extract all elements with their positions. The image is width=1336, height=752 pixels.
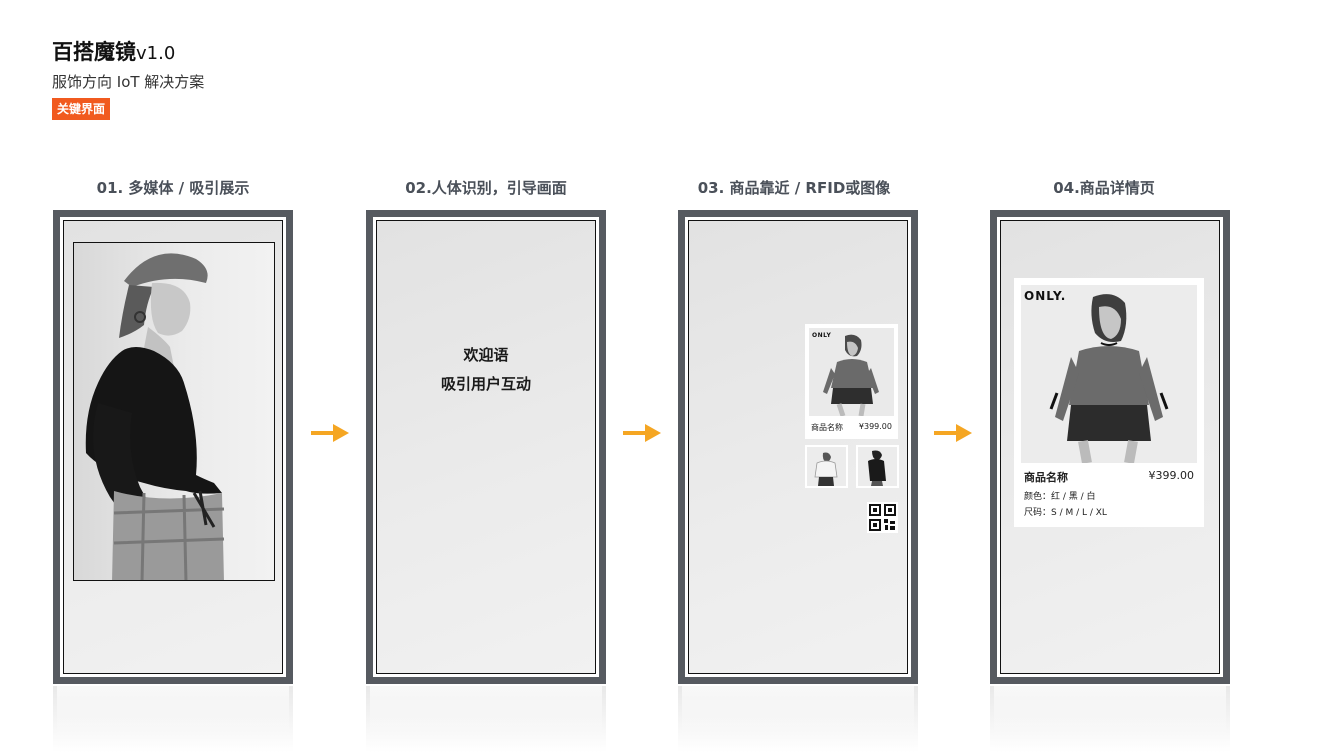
welcome-line-1: 欢迎语 <box>463 346 509 364</box>
step-3-label: 03. 商品靠近 / RFID或图像 <box>697 179 891 197</box>
product-photo: ONLY <box>809 328 894 416</box>
product-model <box>823 334 879 416</box>
device-3-reflection <box>678 686 918 752</box>
product-sizes: 尺码：S / M / L / XL <box>1024 508 1107 518</box>
product-card[interactable]: ONLY 商品名称 ¥399.00 <box>805 324 898 439</box>
device-3: ONLY 商品名称 ¥399.00 <box>678 210 918 684</box>
page-header: 百搭魔镜v1.0 服饰方向 IoT 解决方案 关键界面 <box>52 38 204 120</box>
thumbnail-model <box>814 452 838 486</box>
device-2: 欢迎语 吸引用户互动 <box>366 210 606 684</box>
product-name: 商品名称 <box>1024 471 1068 484</box>
qr-code-icon[interactable] <box>867 502 898 533</box>
welcome-message: 欢迎语 吸引用户互动 <box>377 341 595 399</box>
product-detail-photo: ONLY. <box>1021 285 1197 463</box>
device-4: ONLY. 商品名称 ¥399.00 <box>990 210 1230 684</box>
model-silhouette <box>85 253 225 580</box>
arrow-right-icon <box>934 424 972 442</box>
device-1-reflection <box>53 686 293 752</box>
brand-logo: ONLY <box>812 332 832 339</box>
arrow-right-icon <box>623 424 661 442</box>
brand-logo: ONLY. <box>1024 289 1067 303</box>
product-detail-card[interactable]: ONLY. 商品名称 ¥399.00 <box>1014 278 1204 527</box>
product-name: 商品名称 <box>811 423 843 432</box>
product-price: ¥399.00 <box>1148 469 1195 482</box>
device-2-reflection <box>366 686 606 752</box>
product-price: ¥399.00 <box>858 422 892 431</box>
page-subtitle: 服饰方向 IoT 解决方案 <box>52 73 205 91</box>
product-thumbnail[interactable] <box>856 445 899 488</box>
step-4-label: 04.商品详情页 <box>1053 179 1155 197</box>
page-title: 百搭魔镜v1.0 <box>52 38 204 68</box>
welcome-line-2: 吸引用户互动 <box>440 375 531 393</box>
model-photo <box>73 242 275 581</box>
screen-1 <box>63 220 283 674</box>
product-detail-model <box>1049 294 1169 463</box>
product-thumbnail[interactable] <box>805 445 848 488</box>
thumbnail-model <box>868 450 886 486</box>
device-1 <box>53 210 293 684</box>
screen-3: ONLY 商品名称 ¥399.00 <box>688 220 908 674</box>
title-text: 百搭魔镜 <box>52 40 136 64</box>
device-4-reflection <box>990 686 1230 752</box>
product-colors: 颜色：红 / 黑 / 白 <box>1024 492 1096 502</box>
screen-2: 欢迎语 吸引用户互动 <box>376 220 596 674</box>
screen-4: ONLY. 商品名称 ¥399.00 <box>1000 220 1220 674</box>
step-2-label: 02.人体识别，引导画面 <box>405 179 567 197</box>
version-text: v1.0 <box>136 43 176 64</box>
section-tag: 关键界面 <box>52 98 111 120</box>
step-1-label: 01. 多媒体 / 吸引展示 <box>96 179 250 197</box>
arrow-right-icon <box>311 424 349 442</box>
